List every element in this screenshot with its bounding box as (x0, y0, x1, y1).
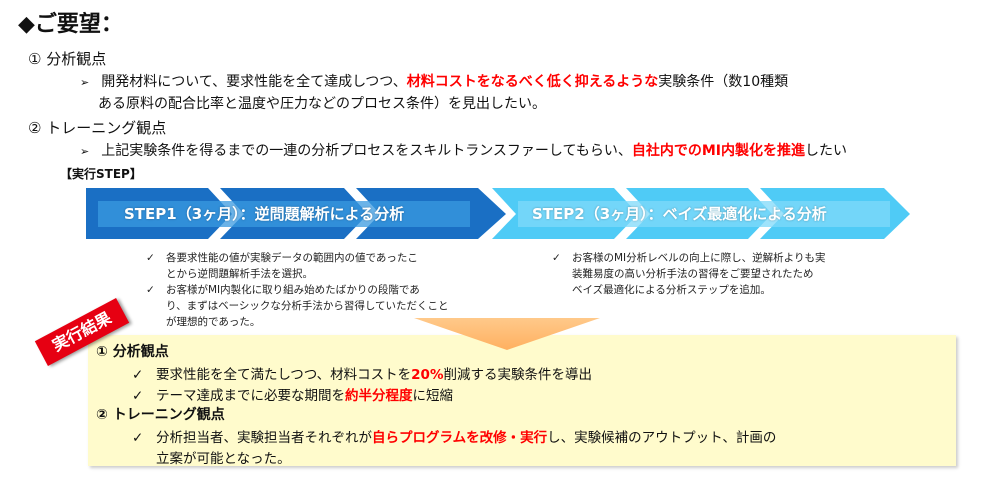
note-item: ✓各要求性能の値が実験データの範囲内の値であったことから逆問題解析手法を選択。 (146, 252, 418, 280)
result-heading-analysis: ① 分析観点 (96, 344, 169, 360)
page-title: ◆ご要望： (18, 12, 123, 37)
arrow-bullet-icon: ➢ (80, 145, 90, 158)
note-item: ✓お客様がMI内製化に取り組み始めたばかりの段階であり、まずはベーシックな分析手… (146, 284, 449, 328)
result-item: ✓要求性能を全て満たしつつ、材料コストを20%削減する実験条件を導出 (132, 367, 592, 383)
check-icon: ✓ (552, 252, 561, 264)
request-bullet-analysis-line2: ある原料の配合比率と温度や圧力などのプロセス条件）を見出したい。 (98, 96, 546, 112)
note-item: ✓お客様のMI分析レベルの向上に際し、逆解析よりも実装難易度の高い分析手法の習得… (552, 252, 826, 296)
check-icon: ✓ (146, 284, 155, 296)
result-item-line2: 立案が可能となった。 (156, 451, 291, 467)
check-icon: ✓ (146, 252, 155, 264)
check-icon: ✓ (132, 388, 144, 404)
result-item: ✓分析担当者、実験担当者それぞれが自らプログラムを改修・実行し、実験候補のアウト… (132, 430, 777, 446)
request-bullet-analysis: ➢開発材料について、要求性能を全て達成しつつ、材料コストをなるべく低く抑えるよう… (80, 74, 789, 90)
request-heading-analysis: ① 分析観点 (28, 50, 107, 68)
check-icon: ✓ (132, 367, 144, 383)
step1-notes: ✓各要求性能の値が実験データの範囲内の値であったことから逆問題解析手法を選択。 … (146, 250, 449, 330)
result-item: ✓テーマ達成までに必要な期間を約半分程度に短縮 (132, 388, 453, 404)
arrow-bullet-icon: ➢ (80, 76, 90, 89)
request-bullet-training: ➢上記実験条件を得るまでの一連の分析プロセスをスキルトランスファーしてもらい、自… (80, 143, 847, 159)
step2-notes: ✓お客様のMI分析レベルの向上に際し、逆解析よりも実装難易度の高い分析手法の習得… (552, 250, 825, 298)
result-heading-training: ② トレーニング観点 (96, 407, 225, 423)
step1-label: STEP1（3ヶ月）：逆問題解析による分析 (124, 205, 405, 223)
request-heading-training: ② トレーニング観点 (28, 119, 167, 137)
check-icon: ✓ (132, 430, 144, 446)
step2-label: STEP2（3ヶ月）：ベイズ最適化による分析 (532, 205, 827, 223)
step-chevrons (86, 188, 910, 239)
result-box: ① 分析観点 ✓要求性能を全て満たしつつ、材料コストを20%削減する実験条件を導… (88, 335, 956, 467)
steps-label: 【実行STEP】 (60, 167, 142, 181)
